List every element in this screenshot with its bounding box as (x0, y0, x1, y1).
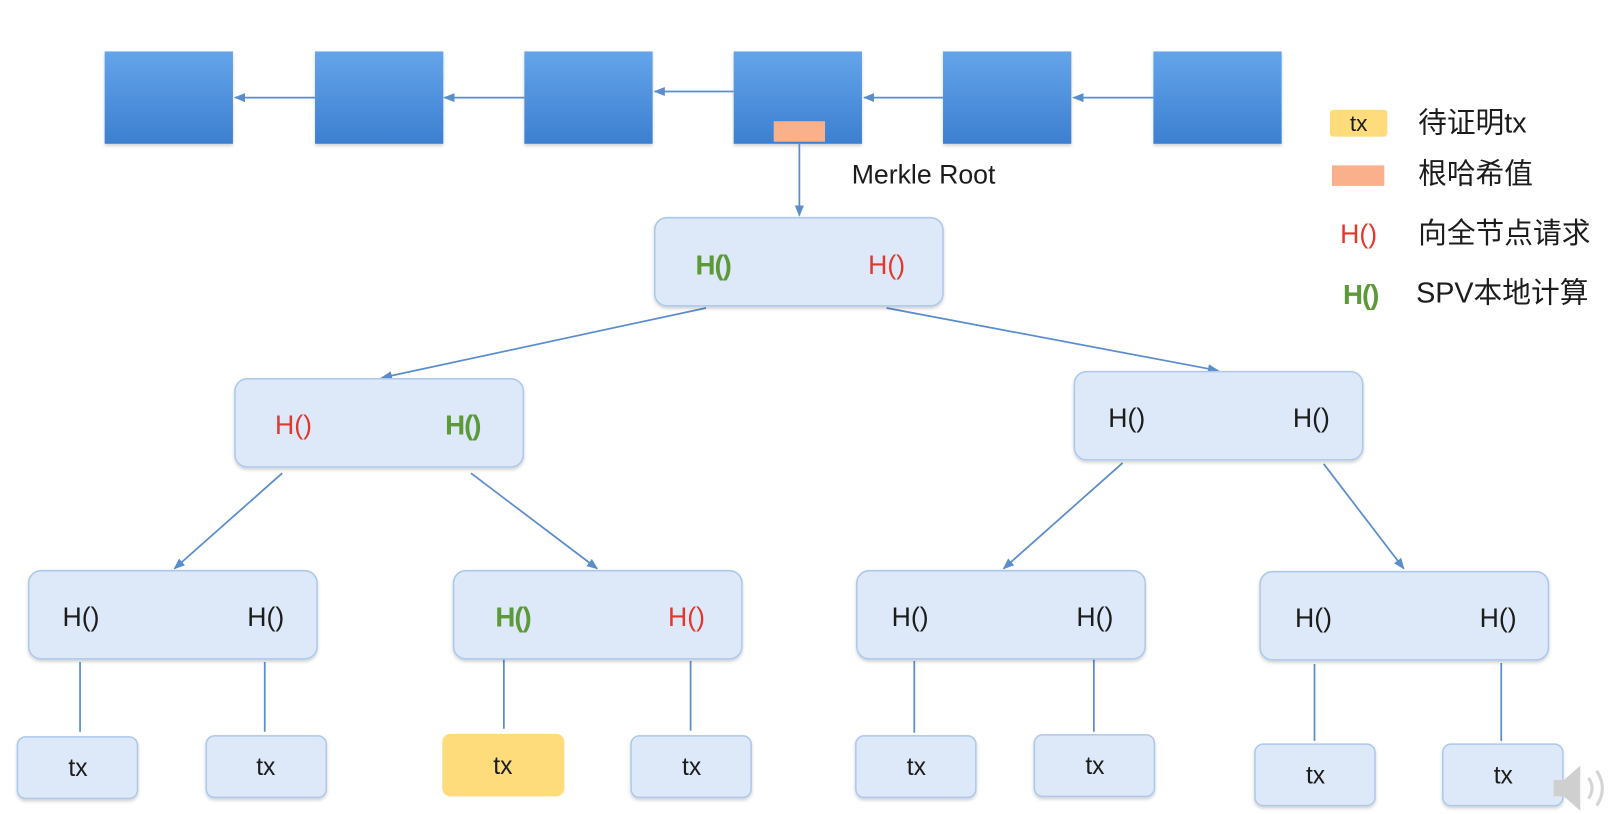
l2-left-hash-right: H() (445, 409, 480, 440)
tree-leaves: tx tx tx tx tx tx tx tx (16, 733, 1564, 807)
leaf-1-box (16, 736, 139, 800)
legend-pending-tx-swatch (1329, 109, 1388, 137)
tree-l3-node-3: H() H() (856, 569, 1146, 660)
l2-right-hash-right: H() (1293, 403, 1330, 433)
tree-l3-node-4: H() H() (1259, 570, 1550, 661)
legend-local-swatch: H() (1343, 279, 1378, 310)
legend-root-hash-label: 根哈希值 (1418, 159, 1533, 191)
l3-node-4-box (1259, 570, 1550, 661)
block-2 (315, 51, 444, 144)
leaf-7-label: tx (1306, 762, 1326, 789)
edge-root-to-l2-right (886, 307, 1220, 374)
speaker-body (1553, 765, 1581, 811)
leaf-6-label: tx (1085, 753, 1105, 780)
edge-l2-right-to-l3-3 (1002, 462, 1124, 570)
leaf-4-box (630, 735, 752, 799)
l3-node-3-hash-left: H() (892, 602, 929, 632)
leaf-6-box (1033, 734, 1156, 798)
block-5 (943, 51, 1072, 144)
leaf-5-box (855, 735, 977, 799)
speaker-icon[interactable] (1553, 765, 1604, 811)
merkle-root-label: Merkle Root (852, 160, 996, 190)
l3-node-2-hash-right: H() (668, 602, 705, 632)
merkle-root-marker (773, 121, 826, 142)
l3-node-3-hash-right: H() (1076, 602, 1113, 632)
leaf-1-label: tx (68, 755, 88, 782)
l2-right-hash-left: H() (1108, 403, 1145, 433)
l2-left-hash-left: H() (275, 410, 312, 440)
l3-node-1-hash-right: H() (247, 602, 284, 632)
leaf-4-label: tx (682, 754, 702, 781)
l3-node-4-hash-right: H() (1480, 603, 1517, 633)
legend-pending-tx-swatch-text: tx (1350, 111, 1368, 136)
block-6 (1153, 51, 1282, 144)
l3-node-1-box (27, 569, 318, 660)
leaf-5-label: tx (907, 754, 927, 781)
l2-left-node-box (234, 378, 525, 468)
speaker-wave-inner (1587, 777, 1594, 800)
l3-node-2-hash-left: H() (495, 601, 530, 632)
l3-node-3-box (856, 569, 1146, 660)
l2-right-node-box (1073, 370, 1364, 461)
legend-request-swatch: H() (1340, 219, 1377, 249)
leaf-8-box (1441, 743, 1564, 807)
root-hash-right: H() (868, 250, 905, 280)
legend-local-label: SPV本地计算 (1416, 278, 1588, 310)
legend-request-label: 向全节点请求 (1418, 218, 1590, 250)
leaf-2-box (205, 735, 328, 799)
leaf-3-box-pending (442, 733, 565, 797)
block-3 (524, 51, 653, 144)
block-1 (104, 51, 233, 144)
tree-l2-right-node: H() H() (1073, 370, 1364, 461)
edge-l2-right-to-l3-4 (1323, 463, 1405, 570)
edge-l2-left-to-l3-2 (470, 472, 599, 570)
legend-root-hash-swatch (1331, 165, 1385, 186)
leaf-8-label: tx (1494, 762, 1514, 789)
leaf-3-label: tx (493, 753, 513, 780)
l3-node-4-hash-left: H() (1295, 603, 1332, 633)
edge-l2-left-to-l3-1 (173, 472, 283, 570)
leaf-2-label: tx (256, 754, 276, 781)
root-hash-left: H() (695, 249, 730, 280)
legend: tx 待证明tx 根哈希值 H() 向全节点请求 H() SPV本地计算 (1329, 107, 1590, 310)
root-node-box (653, 216, 944, 307)
blockchain: Merkle Root (104, 51, 1282, 217)
tree-l2-left-node: H() H() (234, 378, 525, 468)
tree-edges (79, 307, 1503, 742)
l3-node-2-box (452, 569, 743, 660)
legend-pending-tx-label: 待证明tx (1418, 107, 1527, 139)
tree-l3-node-2: H() H() (452, 569, 743, 660)
leaf-7-box (1254, 743, 1376, 807)
l3-node-1-hash-left: H() (63, 602, 100, 632)
tree-root-node: H() H() (653, 216, 944, 307)
tree-l3-node-1: H() H() (27, 569, 318, 660)
edge-root-to-l2-left (380, 307, 707, 381)
speaker-wave-outer (1595, 769, 1604, 807)
